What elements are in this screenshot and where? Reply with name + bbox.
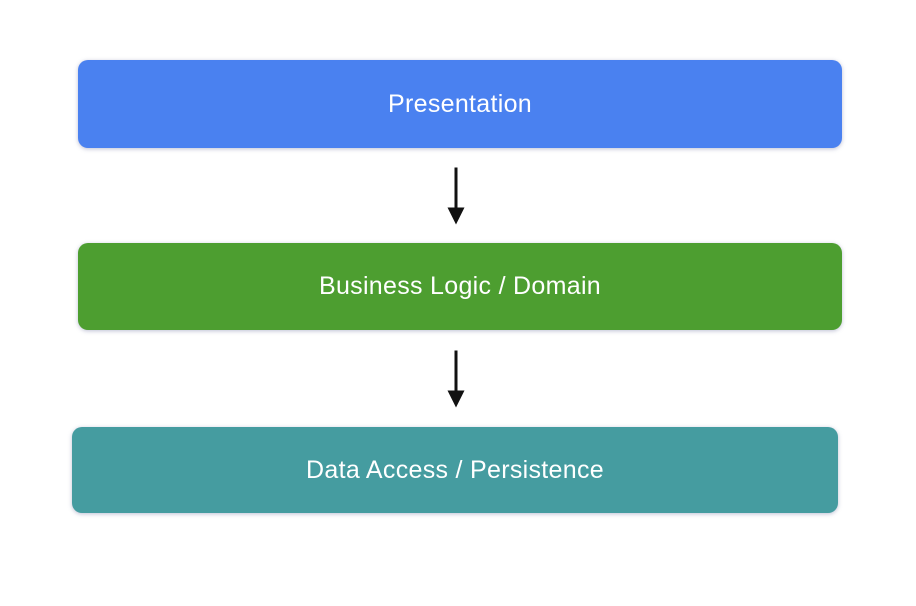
layer-box-data-access: Data Access / Persistence — [72, 427, 838, 513]
layer-box-presentation: Presentation — [78, 60, 842, 148]
down-arrow-icon — [447, 350, 465, 408]
down-arrow-icon — [447, 167, 465, 225]
layer-label-data-access: Data Access / Persistence — [306, 455, 604, 484]
layer-box-business-logic: Business Logic / Domain — [78, 243, 842, 330]
layer-label-presentation: Presentation — [388, 89, 532, 118]
layer-label-business-logic: Business Logic / Domain — [318, 272, 602, 300]
